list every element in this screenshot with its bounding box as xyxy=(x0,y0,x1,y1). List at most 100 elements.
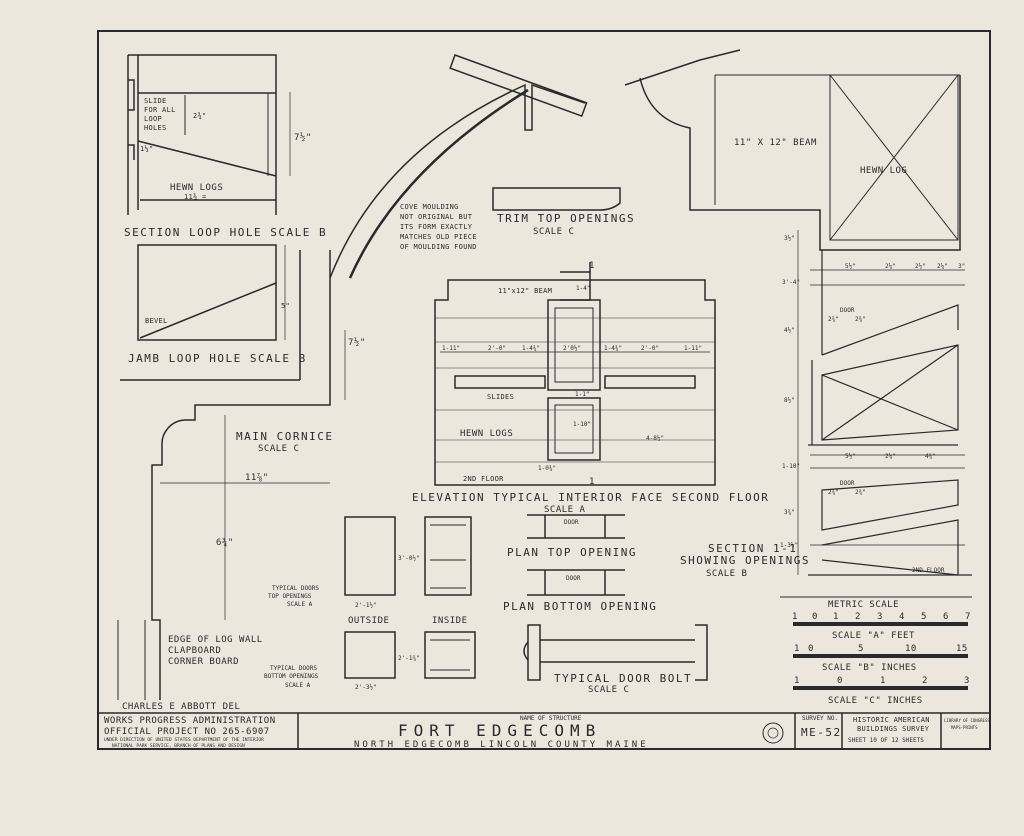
typical-doors-bottom-1: TYPICAL DOORS xyxy=(270,665,317,672)
scale-b-tick-4: 2 xyxy=(922,676,928,686)
scale-a-title: SCALE "A" FEET xyxy=(832,631,915,641)
title-block-frame xyxy=(98,712,990,749)
plan-openings-drawing xyxy=(527,514,625,596)
dim-2-1-34: 2'-1¾" xyxy=(398,655,420,662)
metric-tick-3: 1 xyxy=(833,612,839,622)
right-hdim-a5: 3" xyxy=(958,263,965,270)
trim-scale: SCALE C xyxy=(533,227,574,237)
name-of-structure-label: NAME OF STRUCTURE xyxy=(520,715,582,722)
structure-name: FORT EDGECOMB xyxy=(398,721,601,740)
right-vdim-5: 1-10" xyxy=(782,463,800,470)
scale-a-tick-5: 15 xyxy=(956,644,968,654)
right-hdim-b1: 5½" xyxy=(845,453,856,460)
metric-tick-1: 1 xyxy=(792,612,798,622)
right-vdim-7: 1-3½" xyxy=(780,542,798,549)
dim-5: 5" xyxy=(281,302,290,310)
scale-b-tick-1: 1 xyxy=(794,676,800,686)
sheet-count: SHEET 10 OF 12 SHEETS xyxy=(848,737,924,744)
elev-dim-2: 2'-0" xyxy=(488,345,506,352)
jamb-loop-hole-title: JAMB LOOP HOLE SCALE B xyxy=(128,352,307,365)
dim-2-1-12: 2'-1½" xyxy=(355,602,377,609)
bolt-scale: SCALE C xyxy=(588,685,629,695)
scale-a-tick-3: 5 xyxy=(858,644,864,654)
right-hdim-b3: 4¾" xyxy=(925,453,936,460)
elev-dim-7: 1-11" xyxy=(684,345,702,352)
project-line: OFFICIAL PROJECT NO 265-6907 xyxy=(104,727,270,737)
section-scale: SCALE B xyxy=(706,569,747,579)
metric-tick-7: 5 xyxy=(921,612,927,622)
metric-tick-8: 6 xyxy=(943,612,949,622)
plan-top-opening-title: PLAN TOP OPENING xyxy=(507,546,637,559)
right-vdim-3: 4½" xyxy=(784,327,795,334)
dim-1-10-elev: 1-10" xyxy=(573,421,591,428)
metric-tick-9: 7 xyxy=(965,612,971,622)
bevel-label: BEVEL xyxy=(145,317,168,325)
survey-no: ME-52 xyxy=(801,726,842,739)
cove-note-3: ITS FORM EXACTLY xyxy=(400,223,473,231)
jamb-loop-hole-drawing xyxy=(137,244,286,341)
metric-scale-title: METRIC SCALE xyxy=(828,600,899,610)
hewn-logs-elev: HEWN LOGS xyxy=(460,429,513,439)
beam-right: 11" X 12" BEAM xyxy=(734,138,817,148)
slide-note-4: HOLES xyxy=(144,124,167,132)
elev-dim-4: 2'0½" xyxy=(563,345,581,352)
plan-bottom-opening-title: PLAN BOTTOM OPENING xyxy=(503,600,657,613)
metric-tick-6: 4 xyxy=(899,612,905,622)
section-1-1-drawing xyxy=(624,49,972,576)
door-dim-b2: 2¾" xyxy=(855,489,866,496)
section-mark-top: 1 xyxy=(589,261,595,271)
habs-line-2: BUILDINGS SURVEY xyxy=(857,725,930,733)
dim-6-34: 6¾" xyxy=(216,538,234,548)
survey-no-label: SURVEY NO. xyxy=(802,715,838,722)
typical-doors-bottom-3: SCALE A xyxy=(285,682,311,689)
scale-b-tick-2: 0 xyxy=(837,676,843,686)
scale-a-tick-4: 10 xyxy=(905,644,917,654)
scale-c-title: SCALE "C" INCHES xyxy=(828,696,923,706)
dim-7-12-mid: 7½" xyxy=(348,337,366,348)
under-direction-2: NATIONAL PARK SERVICE, BRANCH OF PLANS A… xyxy=(112,743,245,749)
second-floor-elev: 2ND FLOOR xyxy=(463,475,504,483)
metric-tick-5: 3 xyxy=(877,612,883,622)
section-loop-hole-title: SECTION LOOP HOLE SCALE B xyxy=(124,226,327,239)
second-floor-right: 2ND FLOOR xyxy=(912,567,945,574)
dim-1-12: 1½" xyxy=(140,145,154,153)
slide-note-2: FOR ALL xyxy=(144,106,176,114)
inside-label: INSIDE xyxy=(432,616,468,626)
door-right-a: DOOR xyxy=(840,307,855,314)
location-line: NORTH EDGECOMB LINCOLN COUNTY MAINE xyxy=(354,740,649,750)
right-hdim-a2: 2¼" xyxy=(885,263,896,270)
main-cornice-drawing xyxy=(117,54,588,700)
cove-note-5: OF MOULDING FOUND xyxy=(400,243,477,251)
scale-b-tick-3: 1 xyxy=(880,676,886,686)
clapboard-label: CLAPBOARD xyxy=(168,646,221,656)
scale-b-title: SCALE "B" INCHES xyxy=(822,663,917,673)
typical-doors-drawing xyxy=(344,516,476,679)
section-mark-bottom: 1 xyxy=(589,477,595,487)
cove-note-1: COVE MOULDING xyxy=(400,203,459,211)
door-bolt-drawing xyxy=(523,624,708,681)
door-dim-b1: 2¾" xyxy=(828,489,839,496)
metric-tick-4: 2 xyxy=(855,612,861,622)
right-hdim-a3: 2½" xyxy=(915,263,926,270)
library-1: LIBRARY OF CONGRESS xyxy=(944,718,990,723)
slide-note-1: SLIDE xyxy=(144,97,167,105)
elev-dim-6: 2'-0" xyxy=(641,345,659,352)
dim-2-34: 2¾" xyxy=(193,112,207,120)
dim-3-0-12: 3'-0½" xyxy=(398,555,420,562)
elevation-drawing xyxy=(434,262,716,486)
dim-4-8-12: 4-8½" xyxy=(646,435,664,442)
door-right-b: DOOR xyxy=(840,480,855,487)
edge-of-log-wall: EDGE OF LOG WALL xyxy=(168,635,263,645)
wpa-line: WORKS PROGRESS ADMINISTRATION xyxy=(104,716,276,726)
typical-doors-top-1: TYPICAL DOORS xyxy=(272,585,319,592)
delineator: CHARLES E ABBOTT DEL xyxy=(122,702,240,712)
dim-7-12-top: 7½" xyxy=(294,132,312,143)
graphic-scales xyxy=(780,596,972,690)
door-plan-bottom: DOOR xyxy=(566,575,581,582)
scale-b-tick-5: 3 xyxy=(964,676,970,686)
elevation-title: ELEVATION TYPICAL INTERIOR FACE SECOND F… xyxy=(412,491,769,504)
scale-a-tick-1: 1 xyxy=(794,644,800,654)
main-cornice-title: MAIN CORNICE xyxy=(236,430,333,443)
right-hdim-b2: 2¼" xyxy=(885,453,896,460)
